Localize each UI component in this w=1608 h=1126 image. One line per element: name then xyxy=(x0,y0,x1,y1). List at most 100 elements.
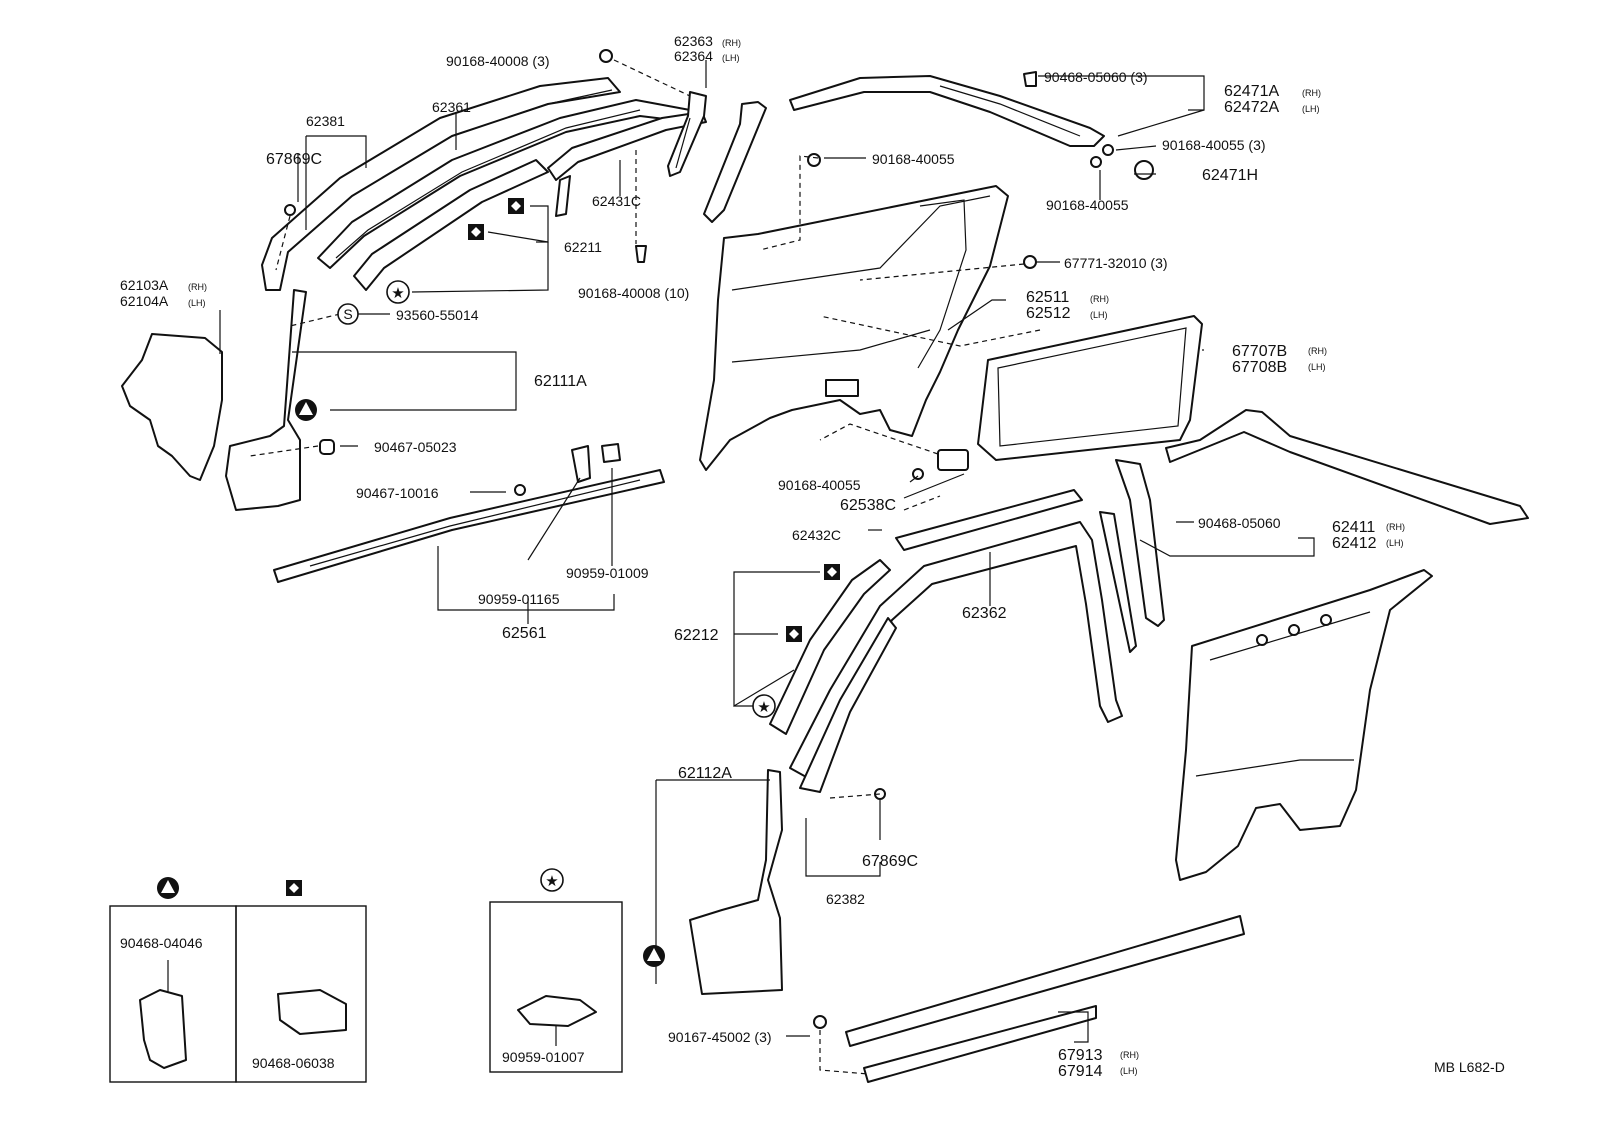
svg-text:★: ★ xyxy=(545,873,558,890)
label-90468-05060-3: 90468-05060 (3) xyxy=(1044,69,1148,85)
label-62432c: 62432C xyxy=(792,527,841,543)
label-lh: (LH) xyxy=(1308,362,1326,372)
clip-90959-01165 xyxy=(571,445,591,483)
inset-box-star xyxy=(489,901,623,1073)
label-90167-45002-3: 90167-45002 (3) xyxy=(668,1029,772,1045)
clip-90959-01009 xyxy=(601,443,621,463)
svg-text:★: ★ xyxy=(757,699,770,716)
label-rh: (RH) xyxy=(188,282,207,292)
label-62362: 62362 xyxy=(962,605,1007,622)
label-rh: (RH) xyxy=(1386,522,1405,532)
label-rh: (RH) xyxy=(722,38,741,48)
label-62382: 62382 xyxy=(826,891,865,907)
part-labels: 90168-40008 (3) 62363 (RH) 62364 (LH) 62… xyxy=(120,33,1505,1080)
clip-90959-01007 xyxy=(517,995,597,1027)
diamond-square-icon xyxy=(786,626,802,642)
label-62471a: 62471A xyxy=(1224,83,1279,100)
roof-rail-62411 xyxy=(1165,409,1529,525)
screw-icon xyxy=(1090,156,1102,168)
label-62361: 62361 xyxy=(432,99,471,115)
label-rh: (RH) xyxy=(1302,88,1321,98)
rail-62432c xyxy=(895,489,1083,551)
pillar-trim-62411 xyxy=(1115,459,1165,627)
label-62472a: 62472A xyxy=(1224,99,1279,116)
clip-90468-04046 xyxy=(139,989,187,1069)
label-lh: (LH) xyxy=(722,53,740,63)
scuff-plate-67913-lower xyxy=(863,1005,1097,1083)
label-90959-01009: 90959-01009 xyxy=(566,565,649,581)
label-62471h: 62471H xyxy=(1202,167,1258,184)
scuff-plate-67913 xyxy=(845,915,1245,1047)
label-62103a: 62103A xyxy=(120,277,169,293)
pillar-trim-upper xyxy=(703,101,767,223)
label-67707b: 67707B xyxy=(1232,343,1287,360)
label-62211: 62211 xyxy=(564,239,602,255)
screw-icon xyxy=(1102,144,1114,156)
diamond-square-icon xyxy=(286,880,302,896)
label-90959-01007: 90959-01007 xyxy=(502,1049,585,1065)
label-62538c: 62538C xyxy=(840,497,896,514)
garnish-62211 xyxy=(353,159,549,291)
bracket-62431c xyxy=(547,111,707,181)
label-90468-04046: 90468-04046 xyxy=(120,935,203,951)
post-62363 xyxy=(667,91,707,177)
label-67708b: 67708B xyxy=(1232,359,1287,376)
cap-90467-10016 xyxy=(514,484,526,496)
label-lh: (LH) xyxy=(1090,310,1108,320)
clip-90468-06038 xyxy=(277,989,347,1035)
label-62561: 62561 xyxy=(502,625,547,642)
s-circle-icon: S xyxy=(337,303,359,325)
label-62111a: 62111A xyxy=(534,373,587,390)
fastener-hole xyxy=(1320,614,1332,626)
svg-text:★: ★ xyxy=(391,285,404,302)
label-62411: 62411 xyxy=(1332,519,1375,536)
label-62364: 62364 xyxy=(674,48,713,64)
screw-icon xyxy=(635,245,647,263)
pillar-trim-62111a xyxy=(225,289,307,511)
label-62381: 62381 xyxy=(306,113,345,129)
star-circle-icon: ★ xyxy=(540,868,564,892)
svg-text:S: S xyxy=(343,306,352,322)
reference-code: MB L682-D xyxy=(1434,1059,1505,1075)
triangle-circle-icon xyxy=(295,399,317,421)
diamond-square-icon xyxy=(508,198,524,214)
label-rh: (RH) xyxy=(1308,346,1327,356)
quarter-trim-62412 xyxy=(1175,569,1433,881)
label-lh: (LH) xyxy=(188,298,206,308)
label-67869c: 67869C xyxy=(862,853,918,870)
label-lh: (LH) xyxy=(1302,104,1320,114)
label-67869c: 67869C xyxy=(266,151,322,168)
label-67914: 67914 xyxy=(1058,1063,1103,1080)
clip-62431c xyxy=(555,175,571,217)
quarter-trim-62511 xyxy=(699,185,1009,471)
cowl-panel-62103a xyxy=(121,333,223,481)
plug-62538c xyxy=(937,449,969,471)
label-90168-40055: 90168-40055 xyxy=(872,151,955,167)
triangle-circle-icon xyxy=(157,877,179,899)
label-62512: 62512 xyxy=(1026,305,1071,322)
label-lh: (LH) xyxy=(1120,1066,1138,1076)
label-62412: 62412 xyxy=(1332,535,1377,552)
diamond-square-icon xyxy=(468,224,484,240)
label-90168-40008-10: 90168-40008 (10) xyxy=(578,285,689,301)
garnish-62382 xyxy=(799,617,897,793)
label-62212: 62212 xyxy=(674,627,719,644)
pillar-trim-62112a xyxy=(689,769,783,995)
label-93560-55014: 93560-55014 xyxy=(396,307,479,323)
label-62511: 62511 xyxy=(1026,289,1069,306)
screw-icon xyxy=(807,153,821,167)
label-62112a: 62112A xyxy=(678,765,732,782)
label-67913: 67913 xyxy=(1058,1047,1103,1064)
label-90168-40055: 90168-40055 xyxy=(1046,197,1129,213)
screw-icon xyxy=(813,1015,827,1029)
label-90959-01165: 90959-01165 xyxy=(478,591,560,607)
window-garnish-67707b xyxy=(977,315,1203,461)
fastener-hole xyxy=(1288,624,1300,636)
label-90168-40055-3: 90168-40055 (3) xyxy=(1162,137,1266,153)
cap-90467-05023 xyxy=(319,439,335,455)
fastener-hole xyxy=(1256,634,1268,646)
star-circle-icon: ★ xyxy=(752,694,776,718)
screw-icon xyxy=(599,49,613,63)
label-lh: (LH) xyxy=(1386,538,1404,548)
